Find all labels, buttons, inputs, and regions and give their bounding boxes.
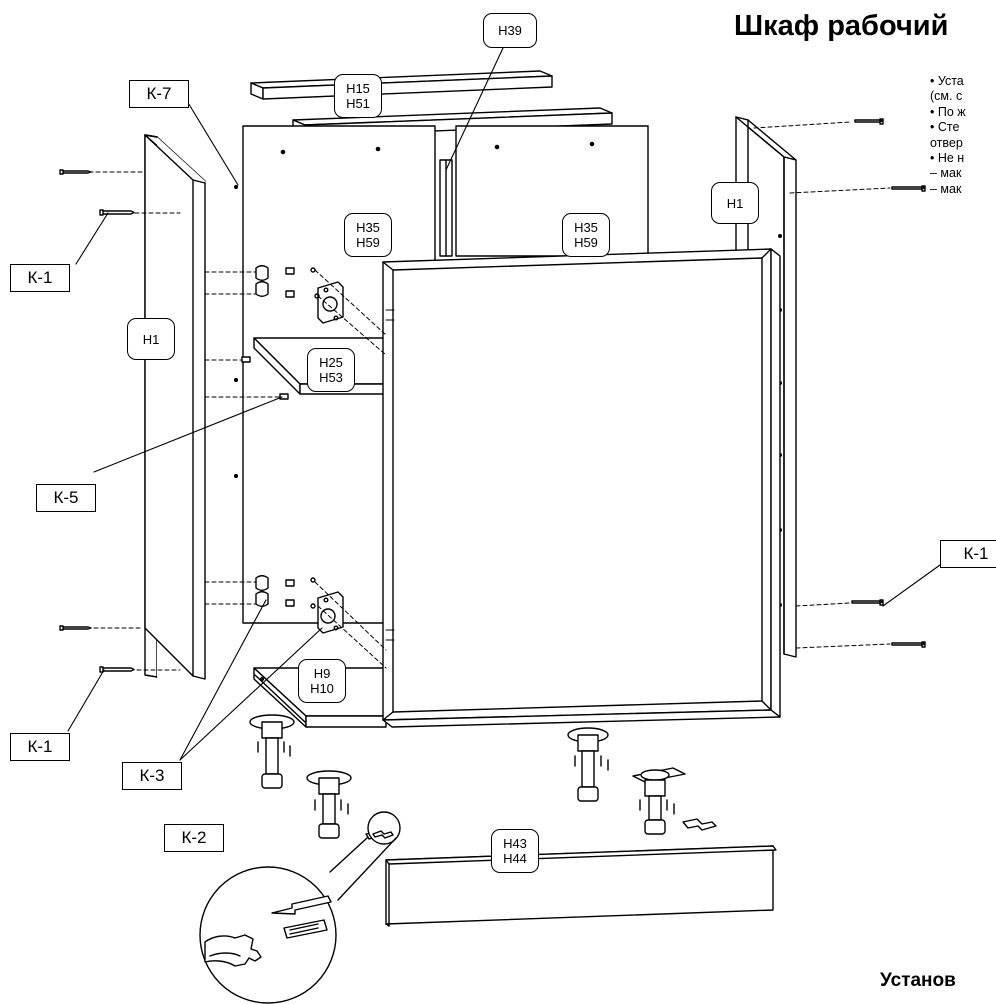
label-h1-right: Н1 xyxy=(711,182,759,224)
callout-k2: К-2 xyxy=(164,824,224,852)
instruction-notes: • Уста (см. с • По ж • Сте отвер • Не н … xyxy=(930,74,966,197)
callout-k1-bottom-left: К-1 xyxy=(10,733,70,761)
note-line: (см. с xyxy=(930,89,963,104)
note-line: – мак xyxy=(930,166,962,181)
callout-k1-top-left: К-1 xyxy=(10,264,70,292)
note-line: • Уста xyxy=(930,74,964,88)
section-title: Установ xyxy=(880,970,956,991)
callout-k7: К-7 xyxy=(129,80,189,108)
left-side-panel xyxy=(144,134,206,680)
note-line: отвер xyxy=(930,135,963,150)
note-line: • По ж xyxy=(930,104,966,119)
divider-post xyxy=(439,159,453,257)
leader-lines xyxy=(67,47,941,761)
note-line: – мак xyxy=(930,181,962,196)
note-line: • Сте xyxy=(930,120,960,135)
screws xyxy=(59,118,926,673)
top-rail-back xyxy=(250,70,553,100)
leg-4 xyxy=(632,767,686,835)
callout-k3: К-3 xyxy=(122,762,182,790)
leg-1 xyxy=(249,714,295,789)
label-h39: Н39 xyxy=(483,13,537,48)
callout-k5: К-5 xyxy=(36,484,96,512)
plinth xyxy=(385,845,777,927)
label-h1-left: Н1 xyxy=(127,318,175,360)
callout-k1-right: К-1 xyxy=(940,540,996,568)
assembly-guides xyxy=(74,121,891,671)
page-title: Шкаф рабочий xyxy=(734,10,949,42)
back-panel-right xyxy=(455,125,649,257)
note-line: • Не н xyxy=(930,150,965,165)
leg-3 xyxy=(567,727,609,802)
leg-2 xyxy=(306,770,352,839)
clip-detail-circle xyxy=(199,811,401,1004)
door-panel xyxy=(382,248,781,728)
